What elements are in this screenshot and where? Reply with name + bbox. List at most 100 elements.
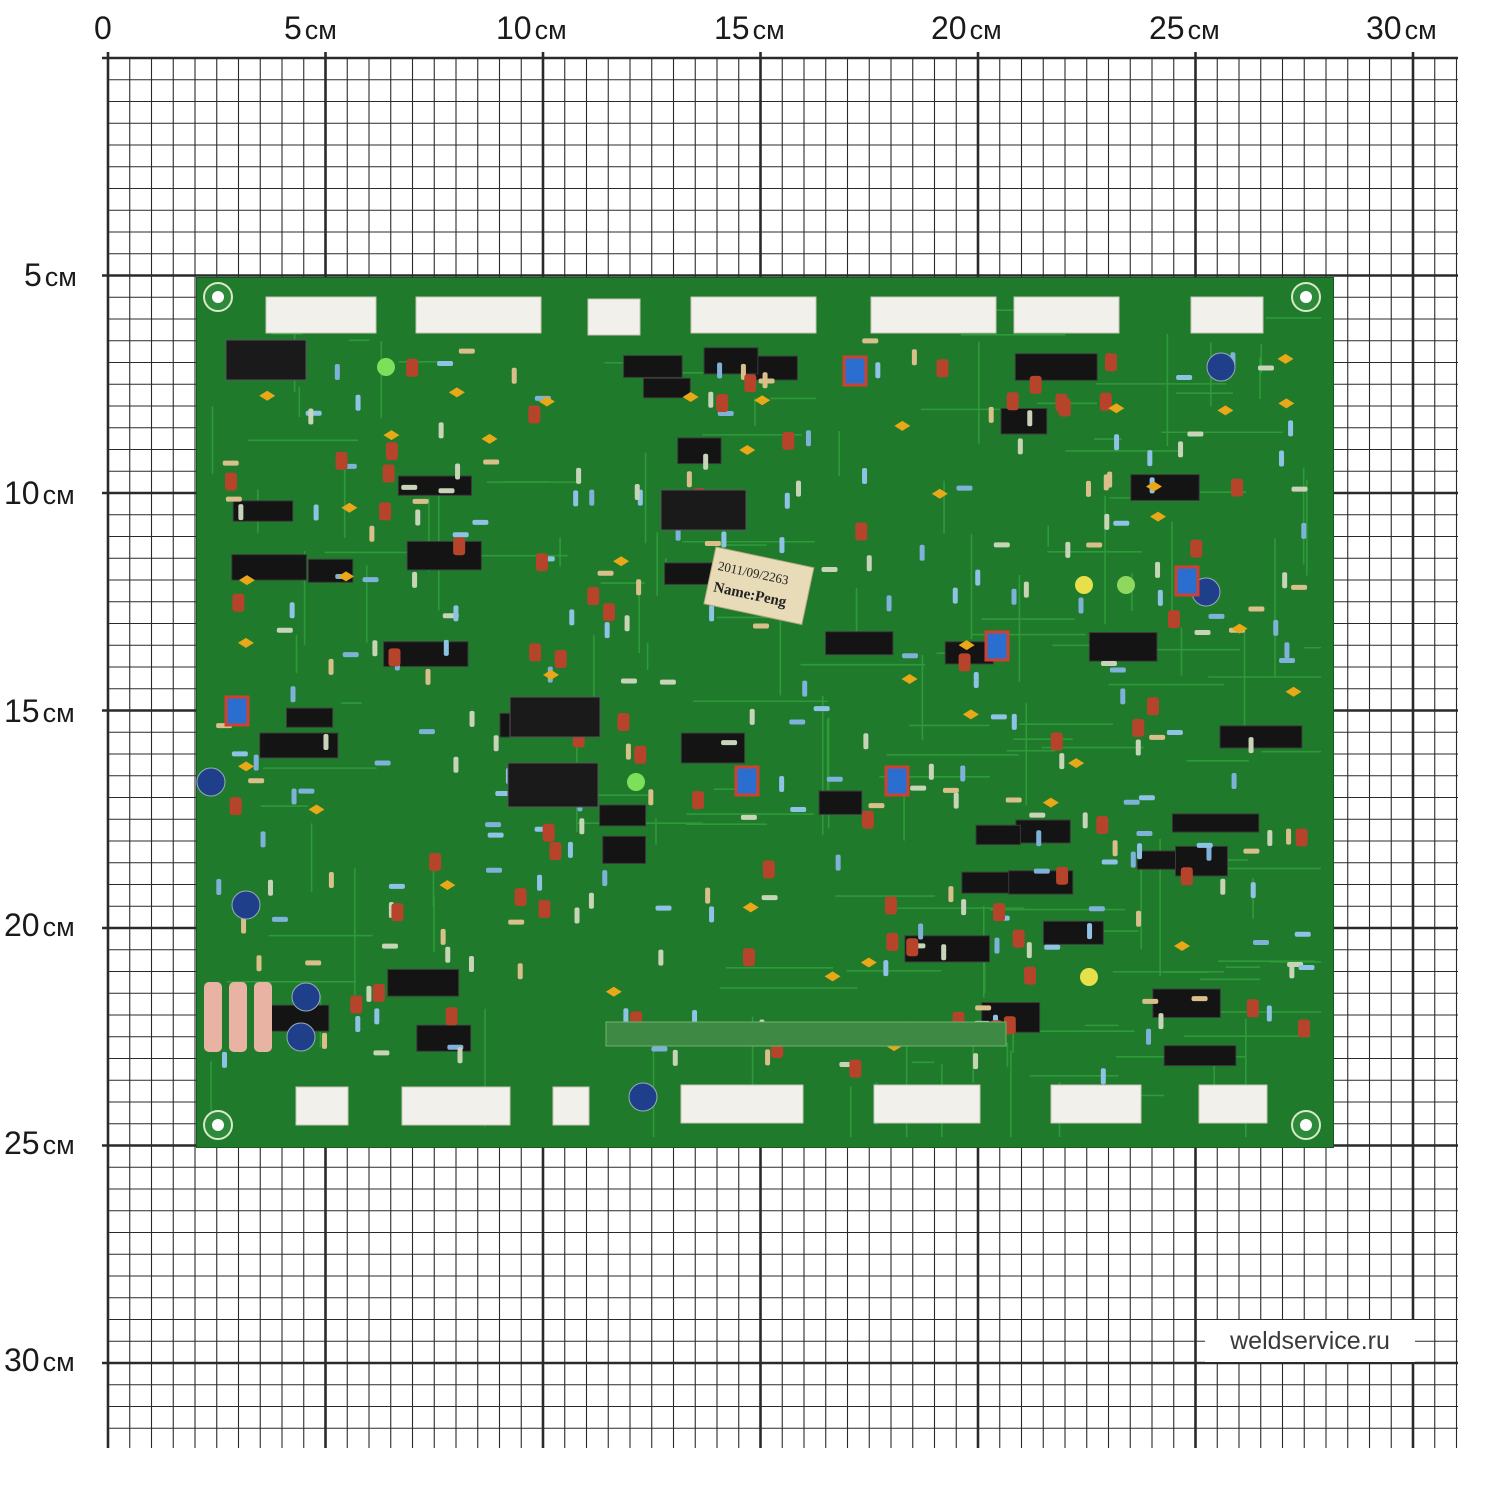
ceramic-capacitor bbox=[824, 971, 841, 982]
resistor bbox=[537, 874, 543, 891]
resistor bbox=[443, 639, 449, 656]
x-axis-unit: см bbox=[969, 15, 1002, 45]
ceramic-capacitor bbox=[341, 502, 358, 513]
ceramic-capacitor bbox=[439, 880, 456, 891]
y-axis-unit: см bbox=[44, 262, 77, 292]
resistor bbox=[412, 498, 429, 504]
resistor bbox=[826, 776, 843, 782]
connector bbox=[1190, 296, 1264, 334]
resistor bbox=[438, 488, 455, 494]
capacitor bbox=[1246, 999, 1259, 1018]
capacitor bbox=[1297, 1019, 1310, 1038]
ic-chip bbox=[1000, 408, 1048, 435]
ceramic-capacitor bbox=[383, 430, 400, 441]
ic-chip bbox=[818, 790, 863, 815]
resistor bbox=[1273, 619, 1279, 636]
resistor bbox=[271, 916, 288, 922]
x-axis-number: 15 bbox=[714, 10, 750, 46]
resistor bbox=[412, 571, 418, 588]
capacitor bbox=[1146, 697, 1159, 716]
resistor bbox=[308, 408, 314, 425]
resistor bbox=[487, 832, 504, 838]
resistor bbox=[813, 706, 830, 712]
capacitor bbox=[1029, 375, 1042, 394]
trim-potentiometer bbox=[734, 765, 760, 797]
resistor bbox=[468, 956, 474, 973]
electrolytic-capacitor bbox=[628, 1082, 658, 1112]
resistor bbox=[321, 1032, 327, 1049]
capacitor bbox=[716, 394, 729, 413]
resistor bbox=[1194, 630, 1211, 636]
ic-chip bbox=[1014, 353, 1098, 381]
resistor bbox=[942, 787, 959, 793]
resistor bbox=[1135, 739, 1141, 756]
connector bbox=[1198, 1084, 1268, 1124]
resistor bbox=[225, 496, 242, 502]
ceramic-capacitor bbox=[754, 395, 771, 406]
resistor bbox=[835, 854, 841, 871]
resistor bbox=[313, 504, 319, 521]
capacitor bbox=[1096, 815, 1109, 834]
relay bbox=[660, 489, 747, 531]
resistor bbox=[749, 708, 755, 725]
ic-chip bbox=[1163, 1045, 1237, 1067]
resistor bbox=[455, 463, 461, 480]
resistor bbox=[1103, 474, 1109, 491]
daughter-board bbox=[605, 1021, 1007, 1047]
ceramic-capacitor bbox=[237, 637, 254, 648]
resistor bbox=[1253, 939, 1270, 945]
ceramic-capacitor bbox=[1068, 758, 1085, 769]
connector bbox=[873, 1084, 981, 1124]
capacitor bbox=[1231, 478, 1244, 497]
ic-chip bbox=[703, 347, 759, 375]
resistor bbox=[602, 870, 608, 887]
resistor bbox=[1187, 431, 1204, 437]
resistor bbox=[918, 923, 924, 940]
ceramic-capacitor bbox=[308, 804, 325, 815]
watermark: weldservice.ru bbox=[1205, 1320, 1415, 1362]
resistor bbox=[469, 710, 475, 727]
resistor bbox=[765, 1049, 771, 1066]
ceramic-capacitor bbox=[682, 391, 699, 402]
y-axis-number: 30 bbox=[4, 1342, 40, 1378]
capacitor bbox=[1132, 718, 1145, 737]
ceramic-capacitor bbox=[931, 488, 948, 499]
ceramic-capacitor bbox=[1285, 686, 1302, 697]
resistor bbox=[1086, 542, 1103, 548]
power-resistor bbox=[254, 982, 272, 1052]
resistor bbox=[517, 963, 523, 980]
resistor bbox=[305, 410, 322, 416]
ceramic-capacitor bbox=[337, 571, 354, 582]
electrolytic-capacitor bbox=[286, 1022, 316, 1052]
led bbox=[627, 773, 645, 791]
resistor bbox=[910, 785, 927, 791]
resistor bbox=[1027, 410, 1033, 427]
resistor bbox=[1100, 661, 1117, 667]
resistor bbox=[362, 577, 379, 583]
connector bbox=[401, 1086, 511, 1126]
resistor bbox=[355, 1016, 361, 1033]
ic-chip bbox=[623, 355, 683, 378]
resistor bbox=[717, 411, 734, 417]
resistor bbox=[1036, 830, 1042, 847]
resistor bbox=[1282, 572, 1288, 589]
relay bbox=[507, 762, 599, 808]
mounting-hole-center bbox=[212, 291, 224, 303]
capacitor bbox=[936, 359, 949, 378]
resistor bbox=[1104, 513, 1110, 530]
mounting-hole-center bbox=[1300, 1119, 1312, 1131]
capacitor bbox=[993, 903, 1006, 922]
y-axis-number: 25 bbox=[4, 1125, 40, 1161]
resistor bbox=[1178, 441, 1184, 458]
resistor bbox=[1101, 859, 1118, 865]
led bbox=[1080, 968, 1098, 986]
trim-potentiometer bbox=[984, 630, 1010, 662]
resistor bbox=[485, 822, 502, 828]
led bbox=[377, 358, 395, 376]
resistor bbox=[721, 531, 727, 548]
resistor bbox=[911, 349, 917, 366]
resistor bbox=[708, 391, 714, 408]
